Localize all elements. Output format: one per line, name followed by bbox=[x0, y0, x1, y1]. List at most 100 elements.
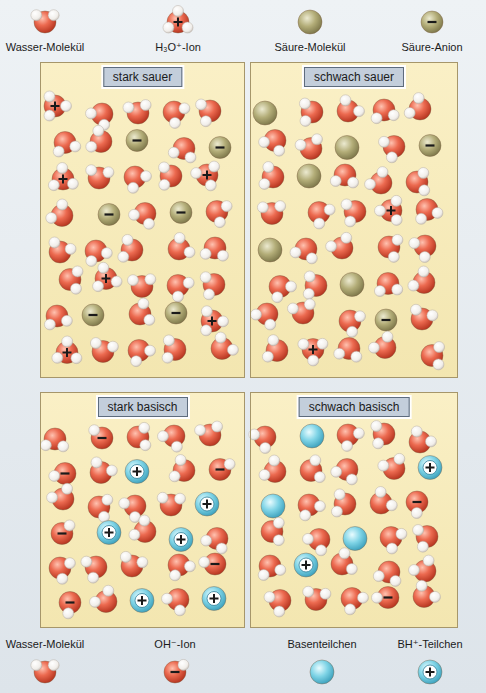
water-molecule bbox=[201, 528, 228, 554]
minus-sign bbox=[413, 501, 422, 503]
atom-core bbox=[82, 304, 104, 326]
base-particle bbox=[261, 494, 285, 518]
hydrogen-atom bbox=[224, 459, 235, 470]
hydrogen-atom bbox=[419, 185, 430, 196]
hydrogen-atom bbox=[128, 182, 139, 193]
water-molecule bbox=[86, 125, 112, 152]
hydrogen-atom bbox=[342, 440, 353, 451]
water-molecule bbox=[86, 165, 114, 189]
atom-core bbox=[130, 589, 154, 613]
hydrogen-atom bbox=[274, 606, 285, 617]
hydrogen-atom bbox=[314, 218, 325, 229]
atom-core bbox=[98, 204, 120, 226]
water-molecule bbox=[373, 561, 401, 586]
charge-disc bbox=[423, 461, 437, 475]
hydrogen-atom bbox=[90, 338, 101, 349]
hydrogen-atom bbox=[158, 431, 169, 442]
bh-particle bbox=[169, 528, 193, 552]
hydrogen-atom bbox=[93, 125, 104, 136]
hydrogen-atom bbox=[263, 162, 274, 173]
hydrogen-atom bbox=[388, 251, 399, 262]
hydrogen-atom bbox=[273, 517, 284, 528]
hydrogen-atom bbox=[432, 207, 443, 218]
hydrogen-atom bbox=[340, 95, 351, 106]
plus-sign bbox=[208, 317, 217, 326]
hydrogen-atom bbox=[347, 326, 358, 337]
hydrogen-atom bbox=[413, 93, 424, 104]
hydrogen-atom bbox=[86, 108, 97, 119]
hydrogen-atom bbox=[275, 201, 286, 212]
hydronium-ion bbox=[375, 195, 403, 225]
hydrogen-atom bbox=[386, 500, 397, 511]
hydroxide-ion bbox=[372, 587, 399, 609]
water-molecule bbox=[413, 580, 440, 607]
water-molecule bbox=[339, 310, 365, 337]
panel-heading: schwach basisch bbox=[309, 400, 400, 414]
hydrogen-atom bbox=[324, 204, 335, 215]
hydrogen-atom bbox=[103, 167, 114, 178]
water-molecule bbox=[337, 95, 364, 122]
water-molecule bbox=[159, 162, 182, 190]
bh-particle bbox=[130, 589, 154, 613]
plus-sign bbox=[426, 463, 435, 472]
bh-particle bbox=[125, 460, 149, 484]
water-molecule bbox=[88, 494, 113, 522]
hydrogen-atom bbox=[221, 201, 232, 212]
legend-label: Säure-Molekül bbox=[275, 41, 346, 53]
hydrogen-atom bbox=[122, 234, 133, 245]
acid-molecule bbox=[253, 101, 277, 125]
plus-sign bbox=[133, 467, 142, 476]
hydroxide-ion bbox=[406, 491, 428, 518]
water-molecule bbox=[168, 233, 195, 260]
hydrogen-atom bbox=[46, 212, 57, 223]
water-molecule bbox=[259, 162, 284, 190]
hydrogen-atom bbox=[227, 344, 238, 355]
hydrogen-atom bbox=[170, 570, 181, 581]
water-molecule bbox=[168, 138, 196, 163]
hydrogen-atom bbox=[391, 195, 402, 206]
water-molecule bbox=[341, 199, 366, 227]
water-molecule bbox=[249, 426, 276, 453]
hydrogen-atom bbox=[434, 342, 445, 353]
water-molecule bbox=[369, 331, 396, 358]
water-molecule bbox=[290, 238, 317, 264]
legend-sample bbox=[164, 659, 189, 683]
solution-ground bbox=[250, 62, 458, 378]
water-molecule bbox=[129, 203, 156, 230]
hydrogen-atom bbox=[418, 167, 429, 178]
water-molecule bbox=[421, 342, 445, 370]
hydrogen-atom bbox=[388, 110, 399, 121]
hydrogen-atom bbox=[339, 548, 350, 559]
water-molecule bbox=[259, 455, 286, 482]
base-particle bbox=[300, 424, 324, 448]
plus-sign bbox=[102, 274, 111, 283]
hydrogen-atom bbox=[178, 659, 189, 670]
hydrogen-atom bbox=[174, 233, 185, 244]
water-molecule bbox=[365, 167, 392, 194]
minus-sign bbox=[133, 139, 142, 141]
hydroxide-ion bbox=[199, 553, 226, 575]
hydrogen-atom bbox=[89, 425, 100, 436]
solution-ground bbox=[40, 62, 245, 378]
solution-panel: schwach sauer bbox=[250, 62, 458, 378]
minus-sign bbox=[177, 211, 186, 213]
water-molecule bbox=[163, 101, 190, 128]
hydrogen-atom bbox=[171, 441, 182, 452]
atom-core bbox=[310, 660, 334, 684]
water-molecule bbox=[196, 99, 221, 127]
solution-panel: stark sauer bbox=[40, 62, 245, 378]
water-molecule bbox=[341, 588, 368, 615]
hydrogen-atom bbox=[382, 331, 393, 342]
plus-sign bbox=[203, 171, 212, 180]
acid-molecule bbox=[258, 238, 282, 262]
hydrogen-atom bbox=[371, 421, 382, 432]
water-molecule bbox=[200, 272, 225, 300]
water-molecule bbox=[295, 134, 322, 160]
hydrogen-atom bbox=[300, 510, 311, 521]
bh-particle bbox=[97, 521, 121, 545]
hydrogen-atom bbox=[145, 274, 156, 285]
hydrogen-atom bbox=[111, 276, 122, 287]
atom-core bbox=[300, 424, 324, 448]
solution-ground bbox=[250, 392, 458, 628]
hydrogen-atom bbox=[44, 110, 55, 121]
